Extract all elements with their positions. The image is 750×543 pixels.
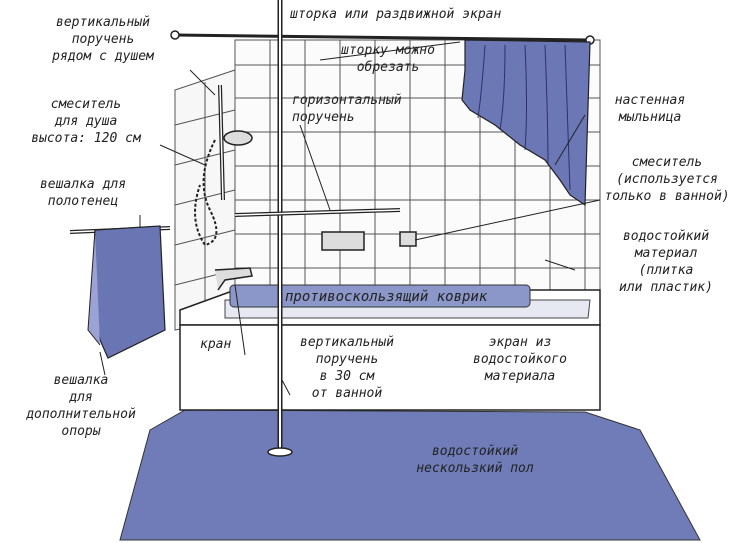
label-shower-mixer: смеситель для душа высота: 120 см (31, 97, 141, 146)
non-slip-mat-shape (229, 284, 531, 308)
shower-hose (194, 139, 218, 247)
label-curtain-cut: шторку можно обрезать (341, 43, 435, 75)
label-bath-mixer: смеситель (используется только в ванной) (604, 155, 730, 204)
label-soap-dish: настенная мыльница (614, 93, 686, 125)
label-extra-support-rail: вешалка для дополнительной опоры (26, 373, 136, 439)
bath-mixer (399, 231, 417, 247)
label-grab-bar-shower: вертикальный поручень рядом с душем (52, 15, 154, 64)
label-horizontal-grab-bar: горизонтальный поручень (292, 93, 402, 125)
side-wall (174, 69, 236, 331)
label-waterproof-material: водостойкий материал (плитка или пластик… (619, 229, 713, 295)
label-curtain-or-screen: шторка или раздвижной экран (290, 7, 502, 22)
label-grab-bar-30: вертикальный поручень в 30 см от ванной (300, 335, 394, 401)
label-faucet: кран (200, 337, 232, 352)
label-towel-rail: вешалка для полотенец (39, 177, 127, 209)
soap-dish (321, 231, 365, 251)
label-floor: водостойкий нескользкий пол (416, 444, 534, 476)
tile-wall (234, 39, 601, 321)
label-non-slip-mat: противоскользящий коврик (285, 289, 488, 305)
towel (91, 225, 166, 359)
curtain-rod (174, 33, 591, 42)
faucet-shape (214, 267, 253, 291)
label-waterproof-screen: экран из водостойкого материала (473, 335, 567, 384)
